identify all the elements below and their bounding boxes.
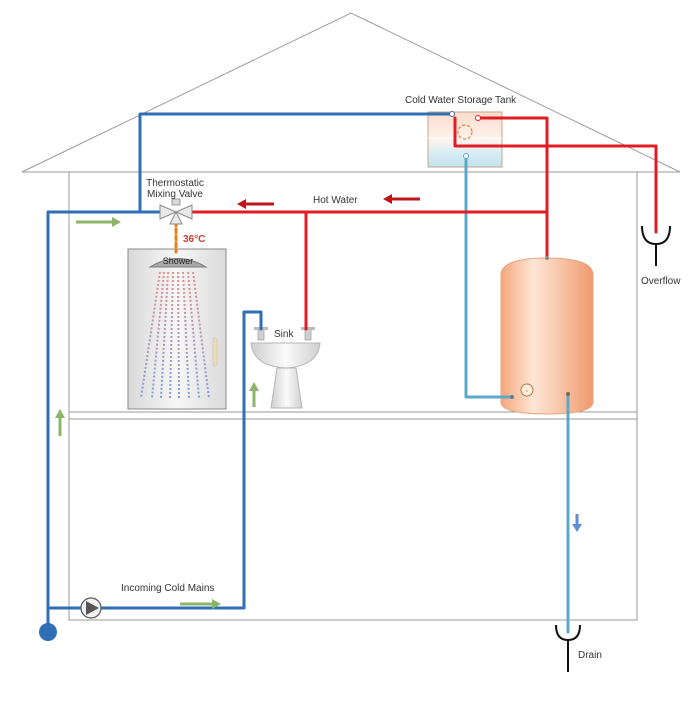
cold-mains-riser — [46, 210, 167, 634]
sink-basin — [250, 342, 321, 369]
shower-cubicle — [127, 248, 227, 410]
flow-arrows — [55, 194, 582, 609]
drain-label: Drain — [578, 650, 602, 661]
hot-water-label: Hot Water — [313, 195, 358, 206]
incoming-mains-label: Incoming Cold Mains — [121, 583, 215, 594]
mains-inlet — [39, 623, 57, 641]
arrow-right-green-mains — [180, 599, 221, 609]
svg-text:≈: ≈ — [526, 388, 529, 393]
cold-feed-to-cylinder — [464, 154, 514, 399]
hot-water-cylinder: ≈ — [500, 257, 594, 415]
sink — [250, 327, 321, 409]
shower-handle — [212, 337, 218, 367]
hot-flow-main — [188, 116, 549, 214]
cold-mains-to-tank — [138, 112, 454, 214]
arrow-up-green-sink — [249, 382, 259, 407]
pump-icon — [80, 597, 102, 619]
pipes — [46, 112, 658, 634]
shower-label: Shower — [162, 256, 194, 266]
sink-label: Sink — [274, 329, 294, 340]
shower-head-icon — [148, 258, 208, 268]
cold-mains-to-sink — [46, 310, 263, 610]
arrow-down-blue-drain — [572, 514, 582, 532]
float-valve-icon — [457, 124, 473, 140]
immersion-heater-icon — [520, 383, 534, 397]
overflow-label: Overflow — [641, 276, 681, 287]
shower-spray — [140, 271, 210, 399]
connection-dots — [449, 111, 570, 399]
mixing-valve-label-line2: Mixing Valve — [147, 189, 203, 199]
arrow-left-hot-2 — [383, 194, 420, 204]
arrow-up-green-left — [55, 409, 65, 436]
roof — [21, 12, 681, 173]
sink-pedestal — [270, 367, 303, 409]
temperature-label: 36°C — [183, 234, 206, 245]
mixing-valve-icon — [159, 198, 193, 225]
arrow-left-hot-1 — [237, 199, 274, 209]
house-walls — [68, 171, 638, 621]
overflow-pipe — [453, 116, 658, 234]
mixing-valve-label-line1: Thermostatic — [146, 178, 204, 189]
cold-tank-label: Cold Water Storage Tank — [405, 95, 517, 106]
arrow-right-green — [76, 217, 121, 227]
